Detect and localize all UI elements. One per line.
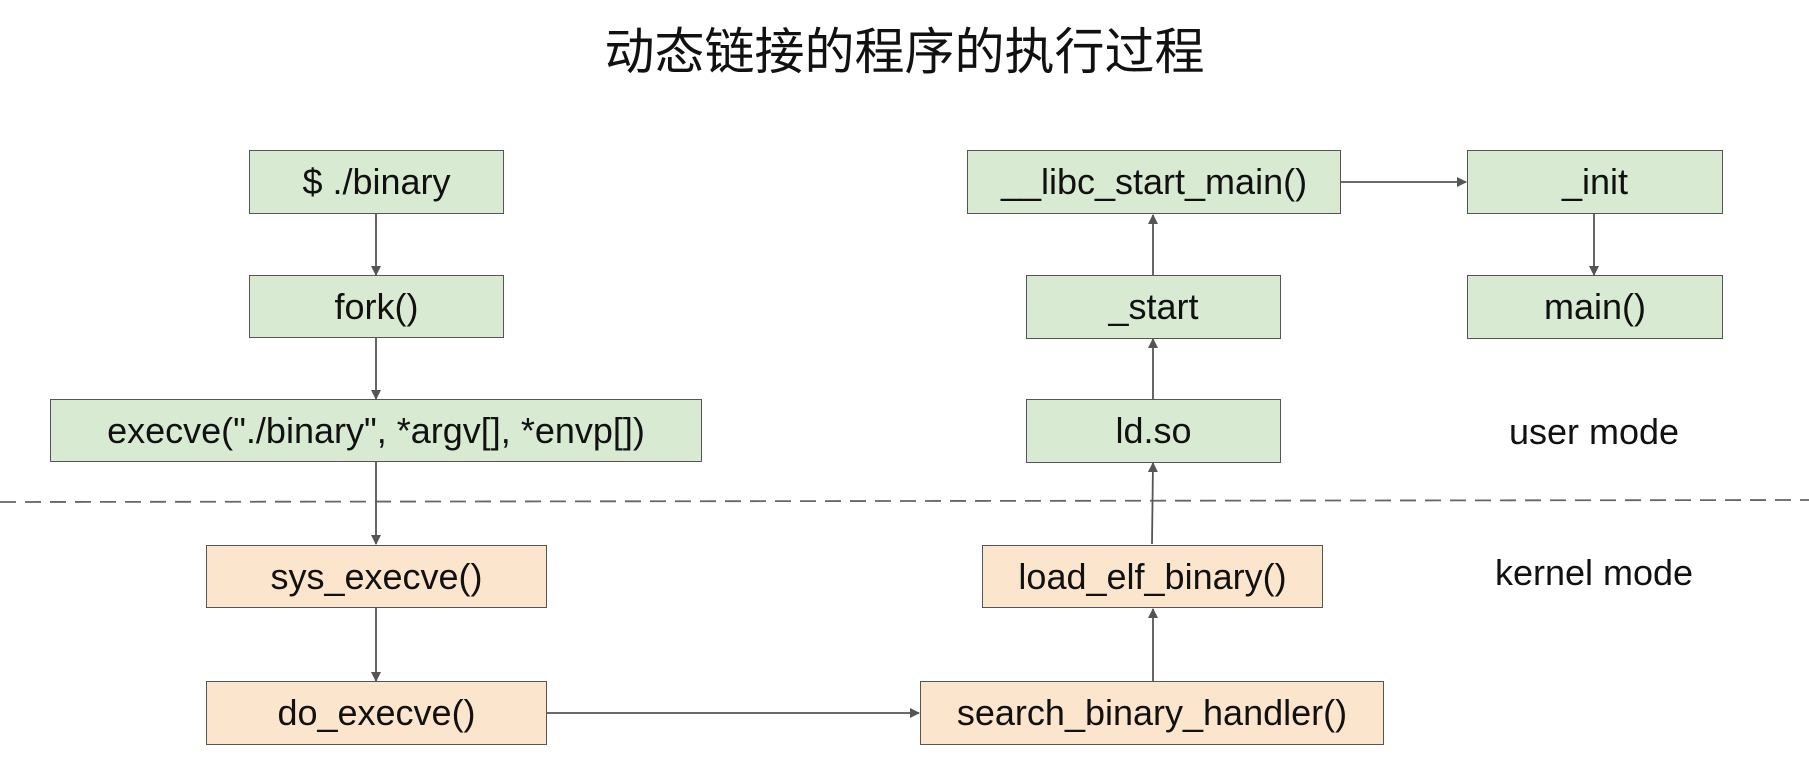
start-node: _start — [1026, 275, 1281, 339]
search-binary-handler-node: search_binary_handler() — [920, 681, 1384, 745]
libc-start-main-node: __libc_start_main() — [967, 150, 1341, 214]
binary-command-node: $ ./binary — [249, 150, 504, 214]
fork-node: fork() — [249, 275, 504, 338]
init-node: _init — [1467, 150, 1723, 214]
ld-so-node: ld.so — [1026, 399, 1281, 463]
load-elf-binary-node: load_elf_binary() — [982, 545, 1323, 608]
kernel-mode-label: kernel mode — [1494, 552, 1694, 593]
sys-execve-node: sys_execve() — [206, 545, 547, 608]
main-node: main() — [1467, 275, 1723, 339]
edge-load-elf-binary-to-ld-so — [1147, 462, 1158, 545]
diagram-title: 动态链接的程序的执行过程 — [604, 23, 1205, 81]
user-mode-label: user mode — [1508, 411, 1680, 452]
user-kernel-divider — [0, 499, 1809, 503]
do-execve-node: do_execve() — [206, 681, 547, 745]
execve-node: execve("./binary", *argv[], *envp[]) — [50, 399, 702, 462]
